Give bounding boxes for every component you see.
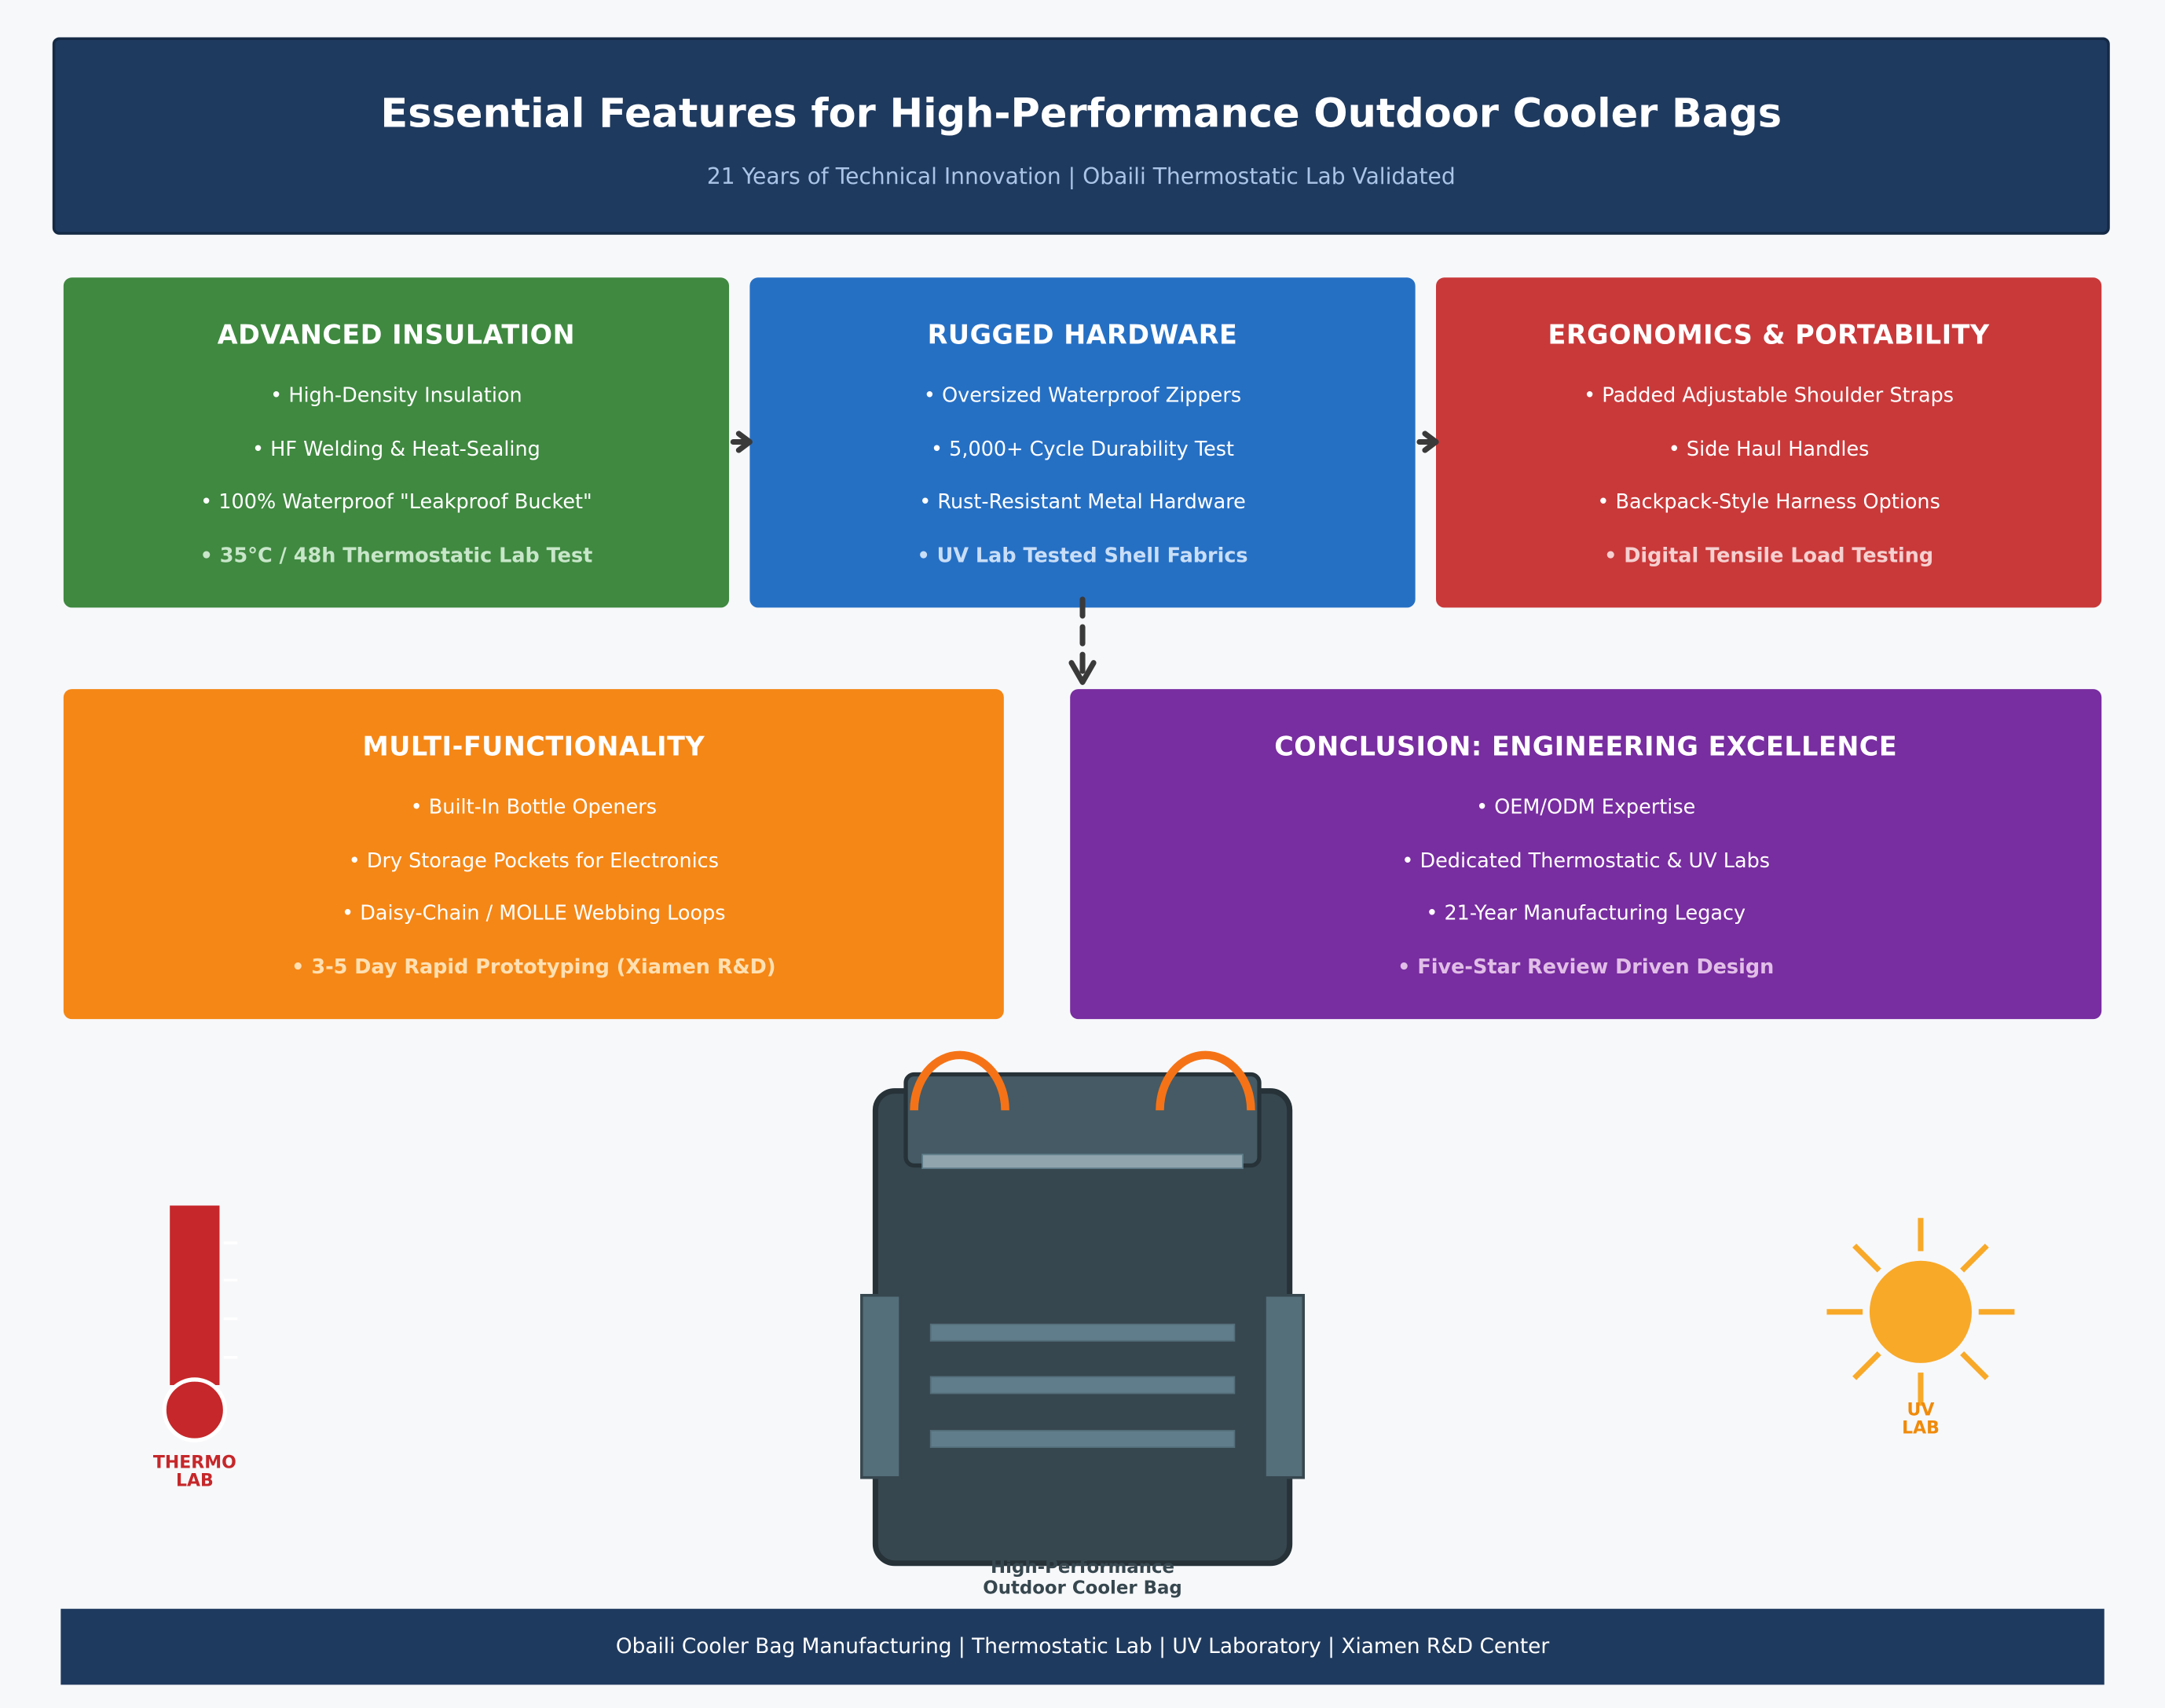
feature-item-highlight: • 3-5 Day Rapid Prototyping (Xiamen R&D) (291, 957, 776, 980)
feature-title: CONCLUSION: ENGINEERING EXCELLENCE (1274, 731, 1898, 763)
feature-item-highlight: • Digital Tensile Load Testing (1604, 545, 1934, 568)
header-banner: Essential Features for High-Performance … (52, 37, 2110, 235)
feature-box-hardware: RUGGED HARDWARE • Oversized Waterproof Z… (749, 277, 1416, 608)
feature-item: • Padded Adjustable Shoulder Straps (1584, 385, 1954, 408)
feature-item: • Daisy-Chain / MOLLE Webbing Loops (342, 903, 726, 926)
feature-item-highlight: • UV Lab Tested Shell Fabrics (917, 545, 1248, 568)
feature-item: • Backpack-Style Harness Options (1597, 492, 1940, 515)
feature-box-ergonomics: ERGONOMICS & PORTABILITY • Padded Adjust… (1436, 277, 2102, 608)
feature-list: • Oversized Waterproof Zippers • 5,000+ … (749, 383, 1415, 596)
feature-item: • OEM/ODM Expertise (1476, 797, 1696, 819)
feature-list: • Built-In Bottle Openers • Dry Storage … (64, 794, 1004, 1008)
feature-title: ADVANCED INSULATION (217, 320, 576, 351)
feature-list: • Padded Adjustable Shoulder Straps • Si… (1436, 383, 2101, 596)
feature-title: MULTI-FUNCTIONALITY (362, 731, 705, 763)
sun-icon (1826, 1218, 2015, 1406)
feature-item: • Oversized Waterproof Zippers (923, 385, 1242, 408)
feature-title: RUGGED HARDWARE (927, 320, 1238, 351)
thermo-lab-label: THERMO LAB (152, 1451, 236, 1490)
feature-item: • 5,000+ Cycle Durability Test (931, 438, 1235, 461)
cooler-bag-icon (860, 1050, 1306, 1567)
feature-item-highlight: • Five-Star Review Driven Design (1398, 957, 1775, 980)
feature-item: • Dry Storage Pockets for Electronics (348, 850, 719, 873)
feature-list: • High-Density Insulation • HF Welding &… (64, 383, 729, 596)
feature-box-conclusion: CONCLUSION: ENGINEERING EXCELLENCE • OEM… (1070, 689, 2102, 1020)
feature-item: • Side Haul Handles (1668, 438, 1870, 461)
feature-item: • Dedicated Thermostatic & UV Labs (1401, 850, 1771, 873)
feature-item: • HF Welding & Heat-Sealing (252, 438, 540, 461)
page-title: Essential Features for High-Performance … (380, 90, 1782, 137)
page-subtitle: 21 Years of Technical Innovation | Obail… (706, 163, 1456, 189)
footer-bar: Obaili Cooler Bag Manufacturing | Thermo… (60, 1608, 2105, 1685)
arrow-down-icon (1068, 596, 1097, 685)
uv-lab-label: UV LAB (1902, 1398, 1940, 1438)
thermometer-icon (162, 1205, 238, 1442)
feature-item: • 100% Waterproof "Leakproof Bucket" (200, 492, 592, 515)
feature-list: • OEM/ODM Expertise • Dedicated Thermost… (1070, 794, 2101, 1008)
feature-box-multifunction: MULTI-FUNCTIONALITY • Built-In Bottle Op… (63, 689, 1004, 1020)
feature-item: • Built-In Bottle Openers (410, 797, 658, 819)
arrow-right-icon (1416, 431, 1439, 453)
cooler-bag-caption: High-Performance Outdoor Cooler Bag (983, 1557, 1182, 1600)
feature-item: • Rust-Resistant Metal Hardware (919, 492, 1246, 515)
feature-box-insulation: ADVANCED INSULATION • High-Density Insul… (63, 277, 730, 608)
feature-item: • 21-Year Manufacturing Legacy (1426, 903, 1746, 926)
arrow-right-icon (730, 431, 753, 453)
feature-item: • High-Density Insulation (270, 385, 522, 408)
feature-item-highlight: • 35°C / 48h Thermostatic Lab Test (200, 545, 593, 568)
feature-title: ERGONOMICS & PORTABILITY (1548, 320, 1990, 351)
